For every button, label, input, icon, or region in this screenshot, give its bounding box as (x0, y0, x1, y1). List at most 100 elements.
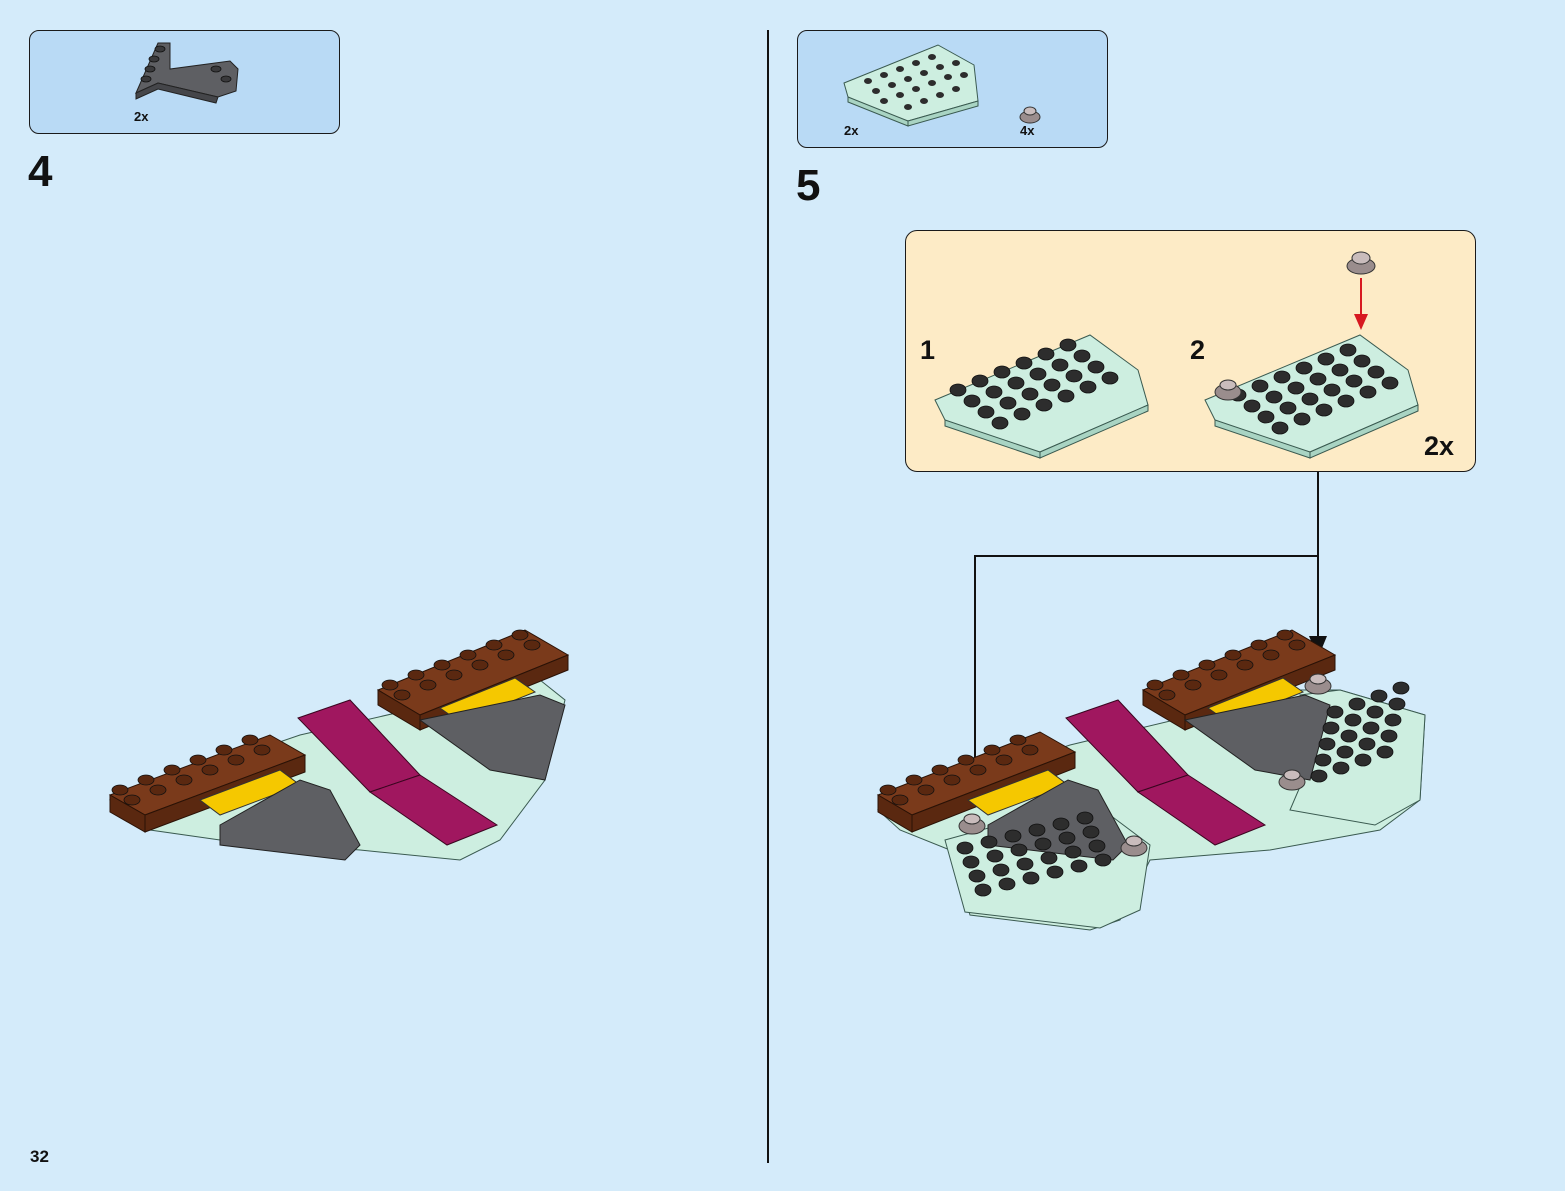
stud-icon (1358, 737, 1376, 751)
stud-icon (1348, 697, 1366, 711)
stud-icon (980, 835, 998, 849)
stud-icon (1198, 659, 1216, 671)
step5-number: 5 (796, 161, 821, 210)
page-number: 32 (30, 1147, 49, 1166)
stud-icon (1058, 831, 1076, 845)
stud-icon (137, 774, 155, 786)
stud-icon (1004, 829, 1022, 843)
stud-icon (241, 734, 259, 746)
stud-icon (1236, 659, 1254, 671)
stud-icon (1318, 737, 1336, 751)
stud-icon (1366, 705, 1384, 719)
step4-parts-box: 2x (29, 30, 340, 134)
stud-icon (149, 784, 167, 796)
stud-icon (1344, 713, 1362, 727)
stud-icon (1088, 839, 1106, 853)
stud-icon (1340, 729, 1358, 743)
stud-icon (1210, 669, 1228, 681)
stud-icon (1028, 823, 1046, 837)
stud-icon (1376, 745, 1394, 759)
stud-icon (1022, 871, 1040, 885)
stud-icon (227, 754, 245, 766)
stud-icon (201, 764, 219, 776)
stud-icon (471, 659, 489, 671)
stud-icon (986, 849, 1004, 863)
stud-icon (957, 754, 975, 766)
stud-icon (1392, 681, 1410, 695)
stud-icon (995, 754, 1013, 766)
stud-icon (1064, 845, 1082, 859)
page-divider (767, 30, 769, 1163)
stud-icon (215, 744, 233, 756)
stud-icon (974, 883, 992, 897)
stud-icon (983, 744, 1001, 756)
stud-icon (393, 689, 411, 701)
stud-icon (485, 639, 503, 651)
stud-icon (1354, 753, 1372, 767)
stud-icon (1184, 679, 1202, 691)
substep-1-number: 1 (920, 335, 936, 365)
stud-icon (1016, 857, 1034, 871)
light-aqua-wedge-plate-icon (843, 44, 979, 127)
step5-part1-qty: 2x (844, 123, 859, 138)
stud-icon (189, 754, 207, 766)
stud-icon (1250, 639, 1268, 651)
stud-icon (917, 784, 935, 796)
stud-icon (1310, 769, 1328, 783)
stud-icon (497, 649, 515, 661)
stud-icon (1314, 753, 1332, 767)
stud-icon (175, 774, 193, 786)
stud-icon (968, 869, 986, 883)
stud-icon (123, 794, 141, 806)
stud-icon (931, 764, 949, 776)
stud-icon (1046, 865, 1064, 879)
stud-icon (1158, 689, 1176, 701)
stud-icon (433, 659, 451, 671)
stud-icon (253, 744, 271, 756)
step4-part-qty: 2x (134, 109, 149, 124)
stud-icon (511, 629, 529, 641)
stud-icon (905, 774, 923, 786)
stud-icon (1082, 825, 1100, 839)
stud-icon (1040, 851, 1058, 865)
stud-icon (998, 877, 1016, 891)
stud-icon (1094, 853, 1112, 867)
stud-icon (1276, 629, 1294, 641)
stud-icon (1362, 721, 1380, 735)
stud-icon (1010, 843, 1028, 857)
stud-icon (1288, 639, 1306, 651)
stud-icon (969, 764, 987, 776)
dark-grey-wedge-plate-icon (135, 42, 239, 104)
stud-icon (1034, 837, 1052, 851)
stud-icon (1172, 669, 1190, 681)
step4-studs (111, 629, 541, 806)
stud-icon (1380, 729, 1398, 743)
stud-icon (1076, 811, 1094, 825)
stud-icon (1224, 649, 1242, 661)
stud-icon (1384, 713, 1402, 727)
stud-icon (1388, 697, 1406, 711)
stud-icon (1370, 689, 1388, 703)
stud-icon (111, 784, 129, 796)
stud-icon (943, 774, 961, 786)
stud-icon (1322, 721, 1340, 735)
stud-icon (419, 679, 437, 691)
stud-icon (1262, 649, 1280, 661)
sub-assembly-callout: 1 2 2x (905, 230, 1476, 472)
substep-2-number: 2 (1190, 335, 1206, 365)
stud-icon (445, 669, 463, 681)
stud-icon (992, 863, 1010, 877)
step5-parts-box: 2x 4x (797, 30, 1108, 148)
light-grey-round-plate-icon (1019, 106, 1041, 124)
stud-icon (381, 679, 399, 691)
sub-assembly-qty: 2x (1424, 431, 1455, 461)
step4-number: 4 (28, 147, 53, 196)
stud-icon (1009, 734, 1027, 746)
stud-icon (956, 841, 974, 855)
stud-icon (1326, 705, 1344, 719)
stud-icon (523, 639, 541, 651)
stud-icon (1052, 817, 1070, 831)
stud-icon (1070, 859, 1088, 873)
